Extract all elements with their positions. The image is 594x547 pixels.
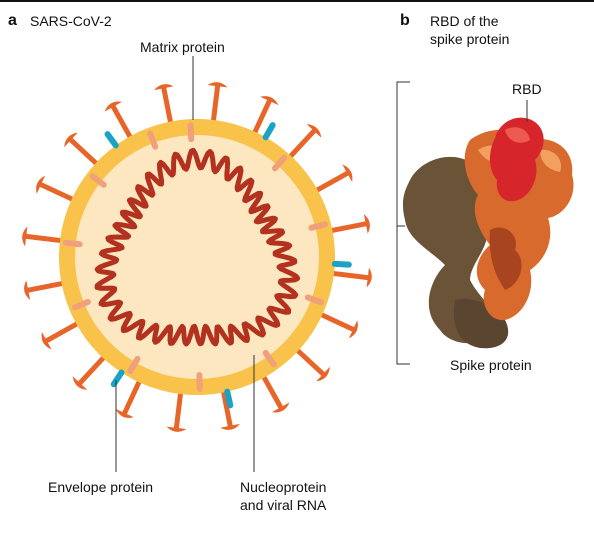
- spike-structure: [402, 117, 574, 349]
- matrix-proteins-group: [62, 122, 328, 392]
- spike-stem: [23, 233, 69, 244]
- matrix-protein-label: Matrix protein: [140, 39, 225, 55]
- envelope-protein: [104, 131, 119, 149]
- matrix-protein: [89, 173, 107, 188]
- envelope-proteins-group: [104, 122, 352, 409]
- spike-stem: [325, 270, 371, 281]
- nucleoprotein-rna: [94, 147, 301, 347]
- spike-head: [342, 164, 353, 183]
- spike-dark-orange: [489, 227, 522, 290]
- spike-brown-domain: [402, 156, 496, 344]
- spike-stem: [250, 98, 272, 140]
- spike-orange-domain: [464, 129, 574, 321]
- matrix-protein: [62, 239, 83, 248]
- spike-head: [363, 214, 370, 234]
- spike-head: [366, 267, 372, 288]
- matrix-protein: [308, 221, 328, 231]
- spike-head: [316, 366, 330, 382]
- spike-stem: [210, 83, 221, 129]
- spike-bracket: [396, 81, 410, 365]
- spike-head: [24, 280, 31, 300]
- spike-head: [306, 124, 322, 138]
- spike-stem: [44, 318, 85, 344]
- envelope-protein: [110, 369, 125, 388]
- nucleoprotein-label-line1: Nucleoprotein: [240, 479, 327, 495]
- panel-b-title-line2: spike protein: [430, 31, 510, 47]
- top-rule: [0, 0, 594, 2]
- spike-head: [271, 402, 290, 413]
- spike-head: [64, 132, 78, 148]
- matrix-protein: [262, 349, 277, 368]
- spike-head: [115, 408, 134, 418]
- spike-stem: [291, 344, 326, 377]
- spike-head: [72, 376, 88, 390]
- matrix-protein: [127, 355, 141, 374]
- rbd-highlight: [505, 127, 530, 143]
- spike-protein-label: Spike protein: [450, 357, 532, 373]
- spike-stem: [309, 170, 350, 196]
- envelope-protein: [224, 388, 234, 409]
- spike-stem: [38, 182, 80, 204]
- spike-head: [166, 426, 187, 432]
- spike-head: [348, 320, 358, 339]
- spike-head: [41, 331, 52, 350]
- envelope-protein-label: Envelope protein: [48, 479, 154, 495]
- matrix-protein: [304, 294, 324, 306]
- spikes-group: [22, 82, 372, 432]
- panel-b-title-line1: RBD of the: [430, 13, 499, 29]
- spike-stem: [284, 128, 317, 163]
- spike-head: [36, 175, 46, 194]
- envelope-protein: [262, 122, 276, 141]
- rbd-label: RBD: [512, 81, 542, 97]
- panel-a-title: SARS-CoV-2: [30, 13, 112, 29]
- spike-stem: [258, 369, 284, 410]
- spike-stem: [324, 221, 369, 235]
- envelope-protein: [331, 260, 352, 268]
- spike-head: [260, 96, 279, 106]
- spike-head: [154, 84, 174, 91]
- nucleoprotein-label-line2: and viral RNA: [240, 497, 327, 513]
- spike-head: [22, 226, 28, 247]
- spike-stem: [25, 279, 70, 293]
- matrix-protein: [271, 154, 288, 172]
- spike-stem: [122, 374, 144, 416]
- spike-orange-highlights: [478, 145, 562, 279]
- spike-stem: [314, 310, 356, 332]
- spike-stem: [219, 384, 233, 429]
- spike-head: [220, 423, 240, 430]
- spike-stem: [173, 385, 184, 431]
- spike-stem: [110, 104, 136, 145]
- spike-stem: [68, 137, 103, 170]
- spike-stem: [77, 351, 110, 386]
- spike-head: [104, 101, 123, 112]
- matrix-protein: [147, 130, 159, 150]
- panel-b-letter: b: [400, 12, 410, 29]
- rbd-domain: [489, 117, 544, 202]
- panel-a-letter: a: [8, 12, 17, 29]
- spike-stem: [161, 85, 175, 130]
- matrix-protein: [187, 122, 195, 143]
- matrix-protein: [71, 299, 91, 311]
- spike-head: [207, 82, 228, 88]
